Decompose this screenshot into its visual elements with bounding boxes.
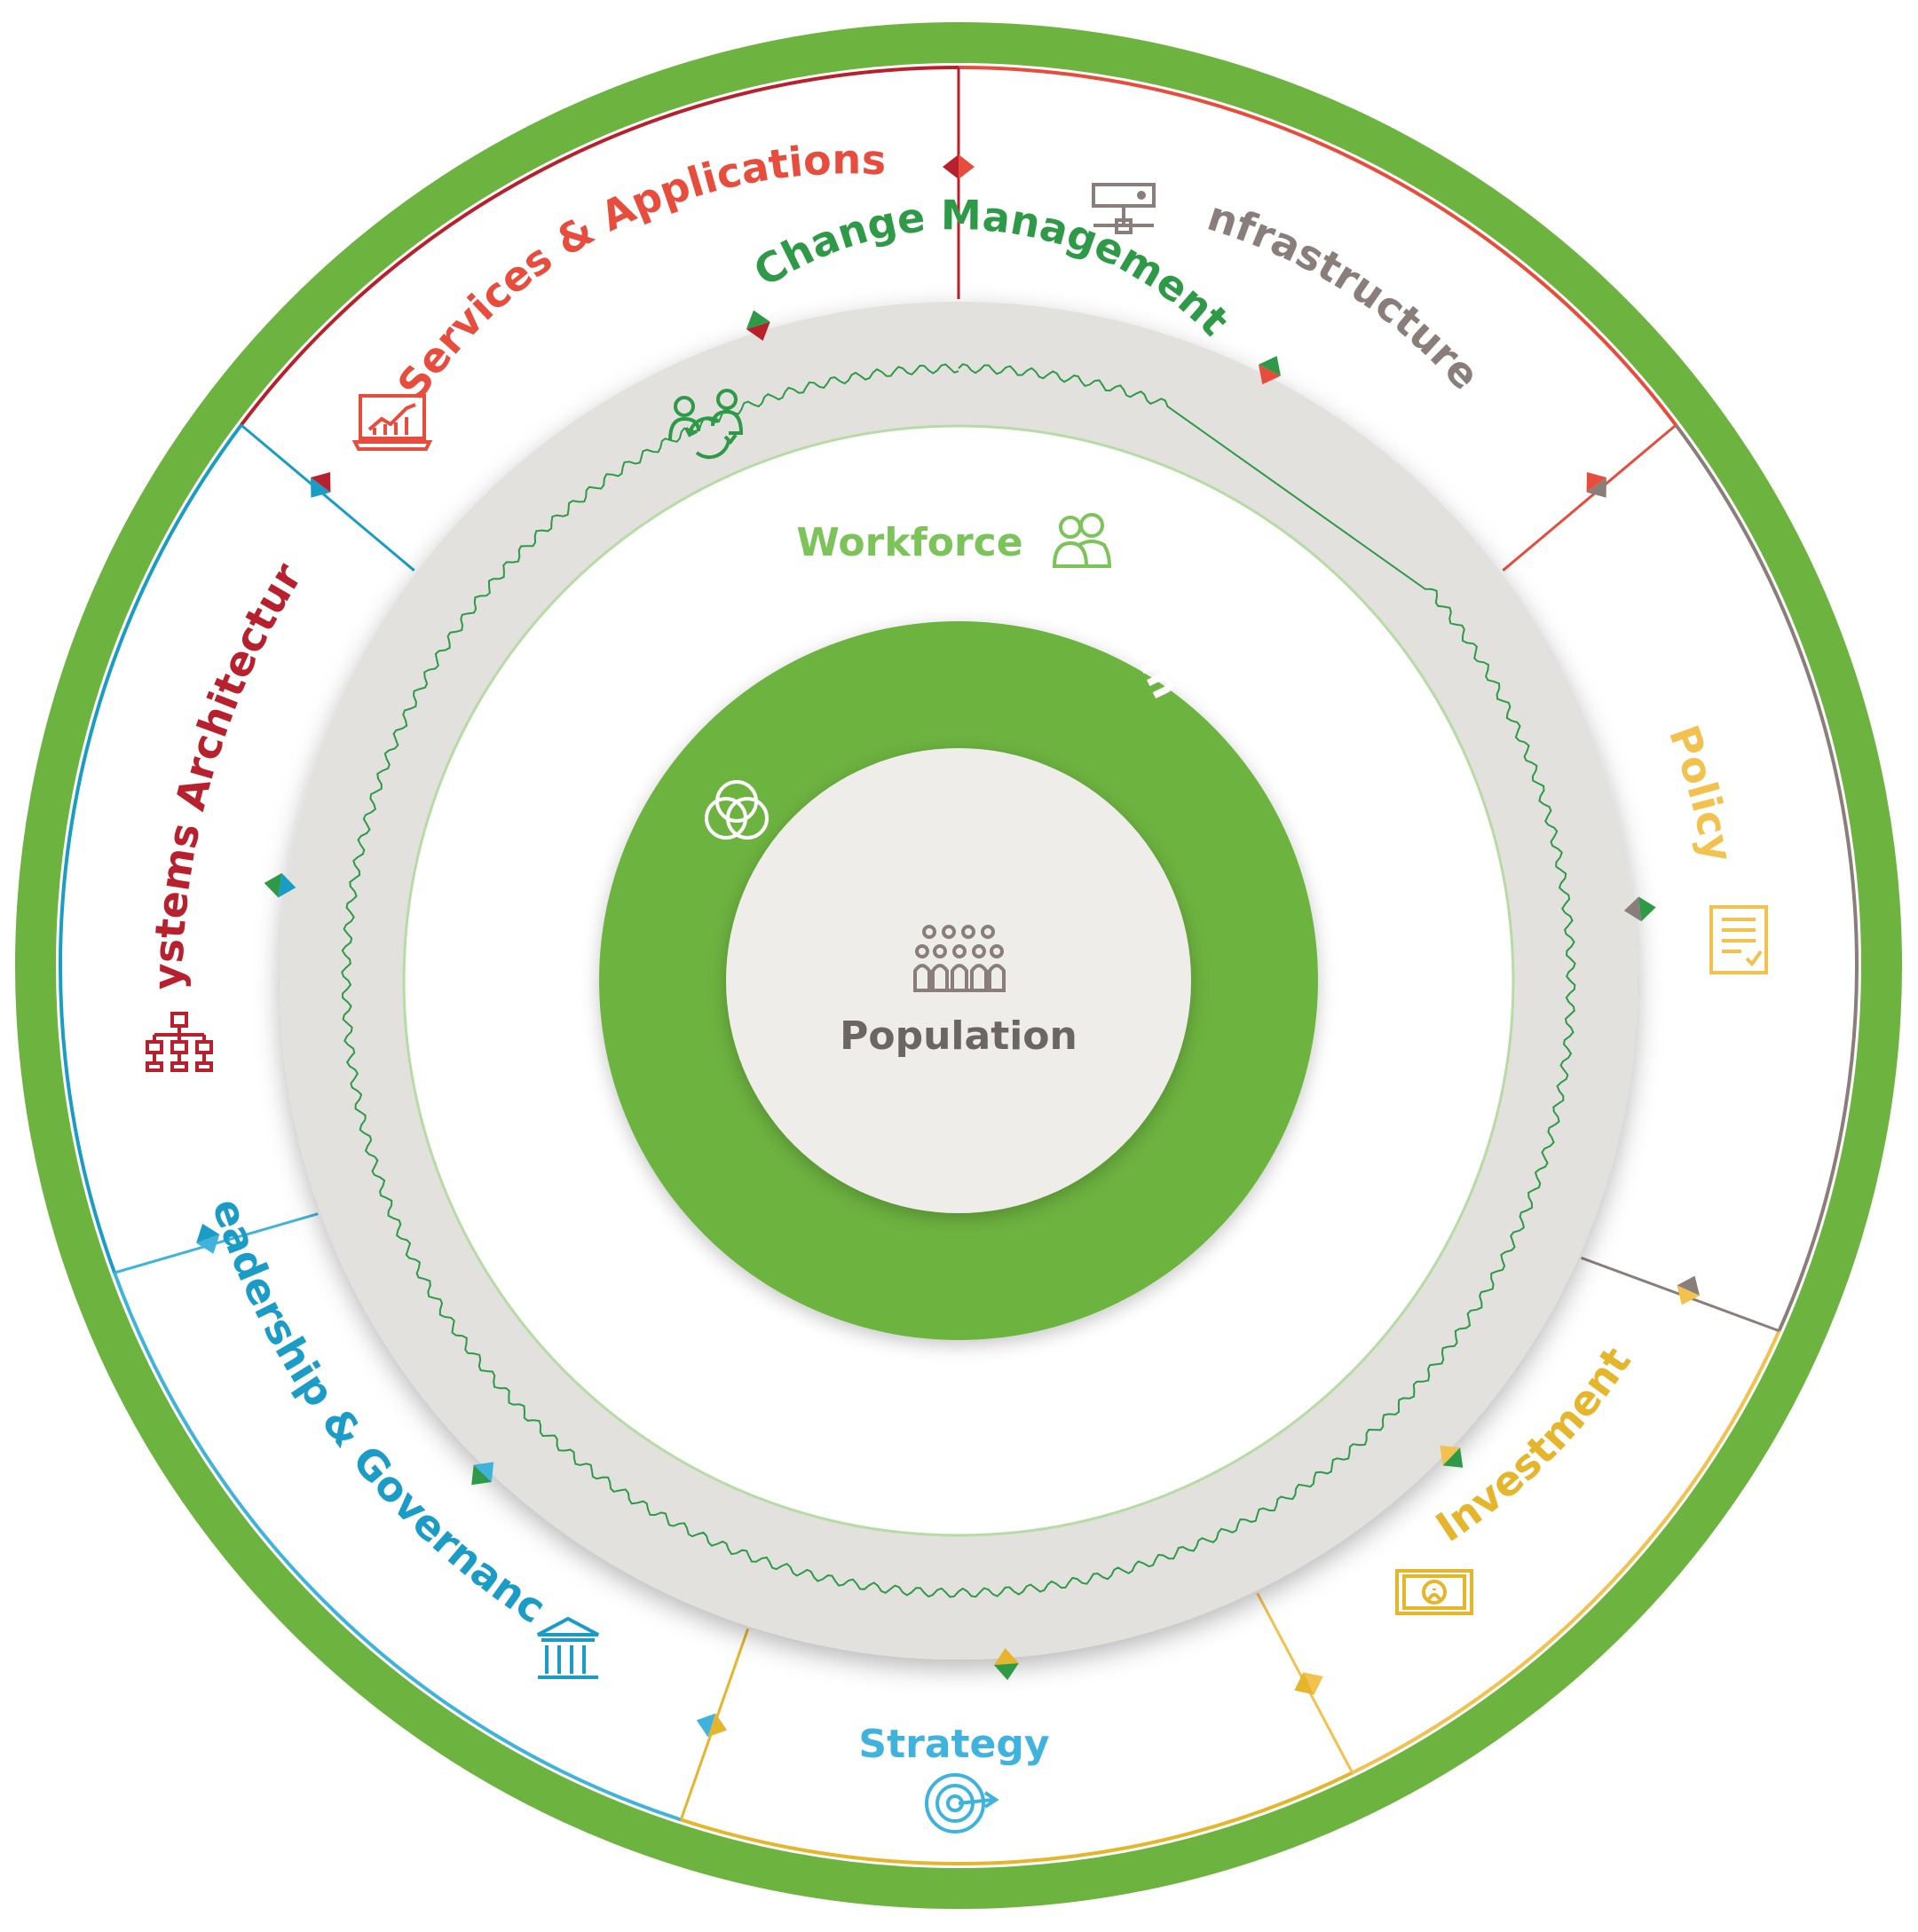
arrow-half bbox=[1638, 896, 1656, 922]
document-check-icon bbox=[1709, 905, 1768, 974]
hierarchy-chart-icon bbox=[146, 1012, 213, 1072]
arrow-half bbox=[707, 1713, 728, 1738]
arrow-half bbox=[959, 154, 975, 179]
money-bill-icon bbox=[1395, 1569, 1473, 1615]
venn-circles-icon bbox=[705, 780, 769, 840]
arrow-half bbox=[1303, 1672, 1323, 1695]
workforce-label: Workforce bbox=[796, 520, 1022, 565]
arrow-marker bbox=[1294, 1672, 1323, 1695]
arrow-half bbox=[196, 1223, 220, 1243]
wavy-path bbox=[341, 363, 1576, 1598]
strategy-label: Strategy bbox=[858, 1722, 1049, 1767]
arrow-half bbox=[278, 872, 296, 898]
arrow-half bbox=[1586, 477, 1606, 498]
arrow-marker bbox=[196, 1223, 220, 1254]
government-building-icon bbox=[537, 1616, 599, 1679]
arrow-half bbox=[1623, 896, 1642, 922]
segment-arc bbox=[958, 66, 1677, 427]
arrow-half bbox=[1586, 471, 1606, 493]
arrow-half bbox=[746, 321, 770, 341]
arrow-marker bbox=[1440, 1445, 1464, 1468]
arrow-marker bbox=[746, 310, 770, 341]
arrow-half bbox=[1677, 1275, 1700, 1296]
arrow-half bbox=[264, 872, 282, 898]
arrow-half bbox=[696, 1713, 716, 1738]
cycle-people-icon bbox=[668, 389, 744, 460]
arrow-half bbox=[993, 1648, 1019, 1666]
arrow-marker bbox=[943, 154, 975, 179]
segment-divider-line bbox=[240, 423, 415, 572]
segment-arc bbox=[240, 66, 959, 427]
segment-arc bbox=[1674, 423, 1859, 1332]
population-label: Population bbox=[840, 1013, 1077, 1059]
arrow-half bbox=[196, 1234, 220, 1254]
arrow-markers bbox=[196, 154, 1700, 1738]
arrow-half bbox=[311, 477, 331, 498]
arrow-half bbox=[1440, 1445, 1461, 1466]
segment-arc bbox=[59, 423, 243, 1274]
network-server-icon bbox=[1092, 183, 1156, 234]
target-dart-icon bbox=[925, 1773, 999, 1833]
arrow-half bbox=[471, 1464, 492, 1486]
arrow-marker bbox=[471, 1462, 494, 1486]
arrow-half bbox=[993, 1663, 1019, 1681]
arrow-half bbox=[473, 1462, 494, 1483]
arrow-half bbox=[1259, 356, 1281, 376]
segment-arc bbox=[680, 1770, 1354, 1865]
arrow-half bbox=[943, 154, 959, 179]
arrow-half bbox=[1294, 1672, 1314, 1695]
two-people-icon bbox=[1052, 513, 1112, 568]
segment-divider-line bbox=[1502, 423, 1677, 572]
arrow-marker bbox=[1623, 896, 1656, 922]
arrow-half bbox=[1677, 1285, 1700, 1305]
arrow-marker bbox=[311, 471, 331, 498]
arrow-marker bbox=[1677, 1275, 1700, 1305]
population-center bbox=[726, 748, 1191, 1213]
segment-borders bbox=[59, 66, 1859, 1865]
arrow-half bbox=[746, 310, 770, 329]
arrow-marker bbox=[1586, 471, 1606, 498]
outer-ring bbox=[15, 22, 1902, 1909]
arrow-half bbox=[1442, 1447, 1464, 1468]
laptop-chart-icon bbox=[351, 394, 433, 451]
people-group-icon bbox=[913, 925, 1006, 992]
arrow-marker bbox=[696, 1713, 728, 1738]
arrow-marker bbox=[1259, 356, 1281, 385]
arrow-marker bbox=[993, 1648, 1019, 1681]
arrow-half bbox=[1259, 364, 1281, 385]
segment-arc bbox=[113, 1272, 682, 1822]
segment-arc bbox=[1351, 1329, 1781, 1775]
arrow-half bbox=[311, 471, 331, 493]
arrow-marker bbox=[264, 872, 296, 898]
